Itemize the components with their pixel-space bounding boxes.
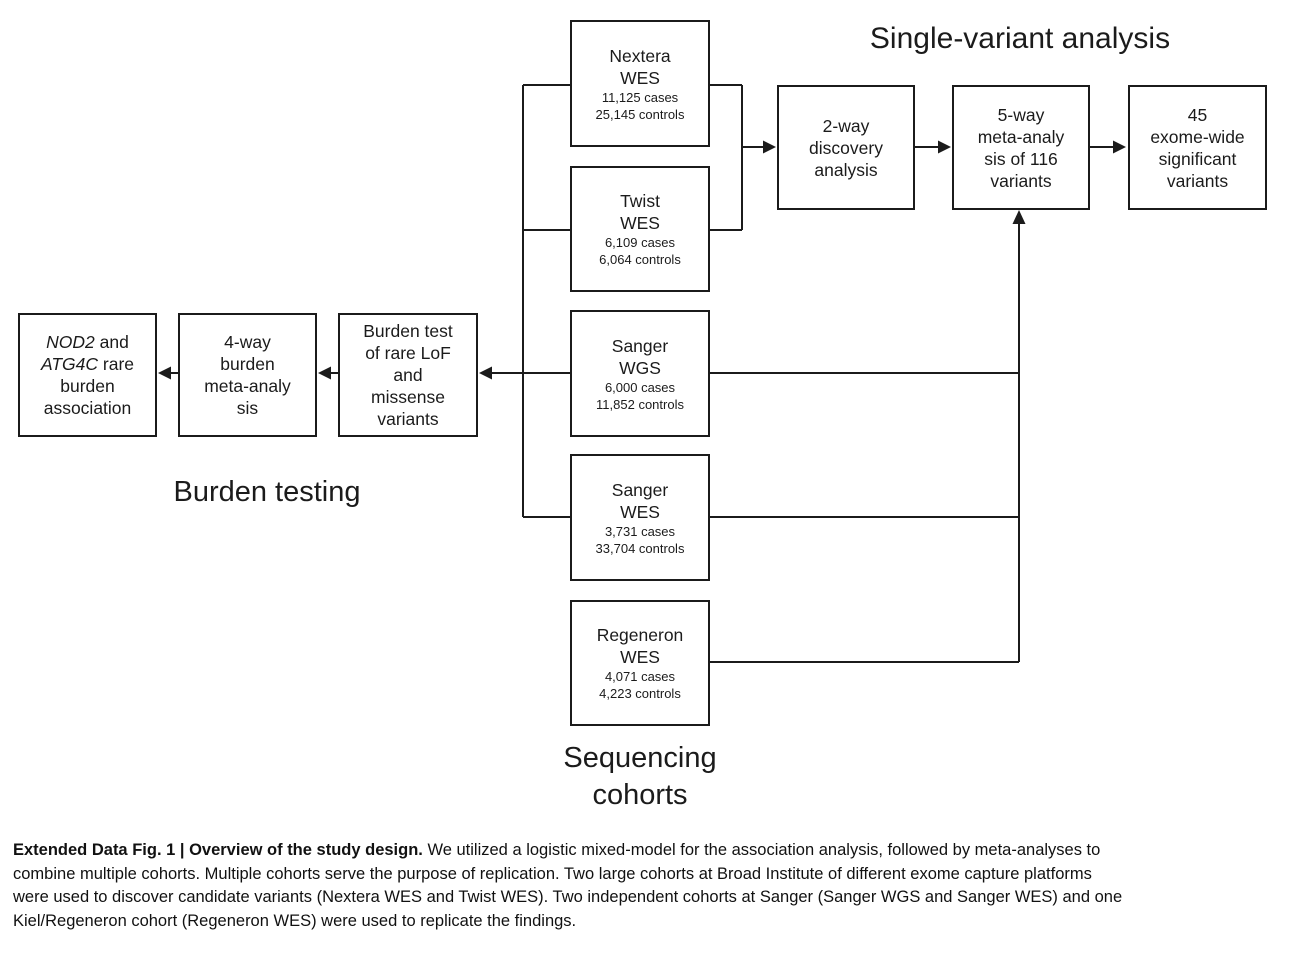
cohort-name-line: WGS (619, 357, 661, 378)
caption-title: Extended Data Fig. 1 | Overview of the s… (13, 841, 423, 859)
cohort-name-line: WES (620, 647, 660, 667)
cohort-name-line: Sanger (611, 335, 669, 356)
caption-line-1: Extended Data Fig. 1 | Overview of the s… (13, 839, 1291, 863)
cohort-name-line: WES (620, 213, 660, 233)
sequencing-cohorts-line1: Sequencing (563, 742, 717, 774)
box-text-line: analysis (814, 159, 878, 180)
flow-connector-lines (158, 84, 1126, 663)
box-text-line: missense (371, 387, 445, 407)
box-text-line: meta-analy (204, 376, 291, 396)
caption-line-2: combine multiple cohorts. Multiple cohor… (13, 864, 1092, 883)
box-text-line: Burden test (363, 321, 453, 341)
box-2way-discovery-analysis: 2-way discovery analysis (777, 85, 915, 210)
cohort-box-regeneron-wes: Regeneron WES 4,071 cases 4,223 controls (570, 600, 710, 726)
cohort-name-line: WES (620, 501, 660, 522)
box-text-line: significant (1158, 148, 1237, 169)
box-text-line: exome-wide (1150, 126, 1245, 147)
box-text-line: 45 (1187, 104, 1208, 125)
caption-line-4: Kiel/Regeneron cohort (Regeneron WES) we… (13, 911, 577, 930)
box-45-exome-wide-significant-variants: 45 exome-wide significant variants (1128, 85, 1267, 210)
caption-text: We utilized a logistic mixed-model for t… (422, 841, 1101, 859)
cohort-name-line: WES (620, 67, 660, 88)
cohort-controls: 4,223 controls (599, 686, 681, 701)
box-text-line: of rare LoF (365, 343, 451, 363)
section-label-sequencing-cohorts: Sequencing cohorts (490, 740, 790, 814)
box-text-line: variants (1166, 170, 1229, 191)
cohort-name-line: Twist (620, 191, 660, 211)
cohort-cases: 4,071 cases (604, 669, 676, 684)
gene-name-nod2: NOD2 (46, 332, 95, 352)
cohort-cases: 11,125 cases (601, 89, 679, 105)
cohort-box-sanger-wes: Sanger WES 3,731 cases 33,704 controls (570, 454, 710, 581)
section-label-single-variant-analysis: Single-variant analysis (869, 22, 1171, 55)
box-text-line: 4-way (224, 332, 271, 352)
box-text-line: sis of 116 (984, 148, 1058, 169)
box-text-line: variants (377, 409, 439, 429)
box-text-fragment: rare (98, 354, 135, 374)
box-4way-burden-meta-analysis: 4-way burden meta-analy sis (178, 313, 317, 437)
box-text-line: burden (60, 376, 115, 396)
cohort-controls: 33,704 controls (595, 540, 685, 556)
cohort-controls: 11,852 controls (596, 396, 684, 412)
cohort-controls: 25,145 controls (595, 106, 685, 122)
cohort-name-line: Nextera (609, 45, 671, 66)
box-text-line: 2-way (822, 115, 870, 136)
box-text-line: NOD2 and (46, 331, 129, 353)
section-label-burden-testing: Burden testing (173, 476, 361, 508)
cohort-name-line: Regeneron (596, 625, 684, 645)
cohort-cases: 6,000 cases (604, 379, 676, 395)
box-text-line: association (43, 398, 132, 418)
box-text-line: meta-analy (977, 126, 1065, 147)
box-5way-meta-analysis: 5-way meta-analy sis of 116 variants (952, 85, 1090, 210)
caption-line-3: were used to discover candidate variants… (13, 888, 1123, 906)
box-text-line: and (393, 365, 423, 385)
box-text-line: discovery (809, 137, 883, 158)
box-text-line: variants (990, 170, 1052, 191)
cohort-box-sanger-wgs: Sanger WGS 6,000 cases 11,852 controls (570, 310, 710, 437)
cohort-box-nextera-wes: Nextera WES 11,125 cases 25,145 controls (570, 20, 710, 147)
box-text-line: ATG4C rare (41, 353, 134, 375)
sequencing-cohorts-line2: cohorts (592, 779, 688, 811)
gene-name-atg4c: ATG4C (40, 354, 99, 374)
box-nod2-atg4c-burden-association: NOD2 and ATG4C rare burden association (18, 313, 157, 437)
connector-arrowheads (158, 140, 1126, 380)
figure-caption: Extended Data Fig. 1 | Overview of the s… (13, 839, 1291, 933)
box-text-line: sis (236, 398, 259, 418)
box-text-line: 5-way (997, 104, 1045, 125)
cohort-cases: 6,109 cases (604, 235, 676, 250)
box-text-line: burden (220, 354, 275, 374)
box-burden-test-rare-lof-missense: Burden test of rare LoF and missense var… (338, 313, 478, 437)
box-text-fragment: and (94, 332, 129, 352)
cohort-name-line: Sanger (611, 479, 669, 500)
cohort-controls: 6,064 controls (599, 252, 681, 267)
cohort-cases: 3,731 cases (604, 523, 676, 539)
cohort-box-twist-wes: Twist WES 6,109 cases 6,064 controls (570, 166, 710, 292)
connector-strokes (170, 84, 1114, 663)
